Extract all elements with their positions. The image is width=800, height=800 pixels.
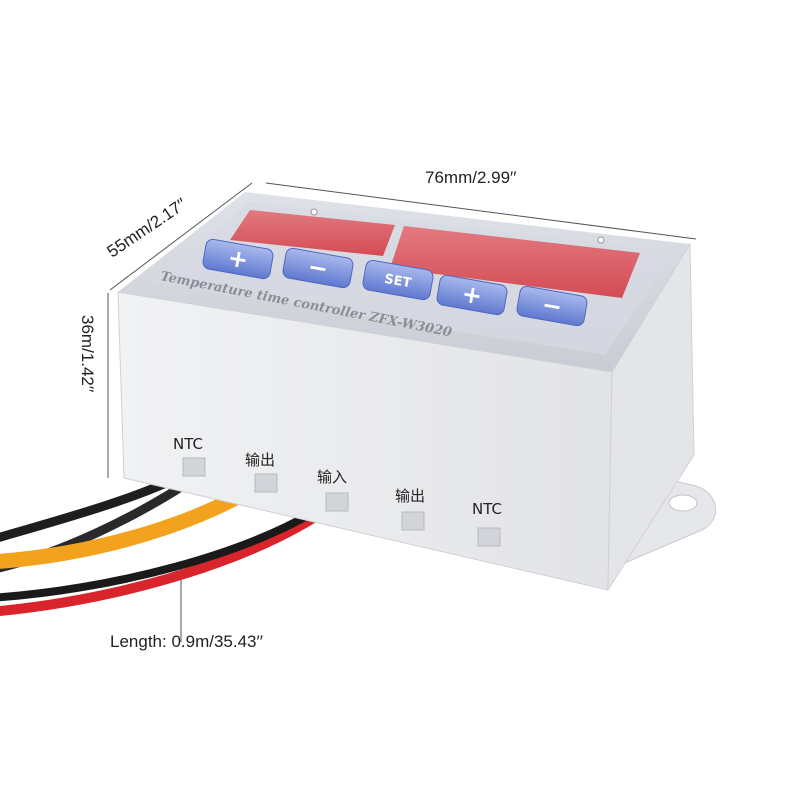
plus-button-2[interactable]: + (436, 274, 508, 316)
indicator-led-right (597, 236, 605, 244)
port-slots (182, 457, 501, 547)
set-button[interactable]: SET (362, 259, 434, 301)
port-label-1: NTC (173, 435, 203, 453)
port-label-2: 输出 (245, 451, 275, 469)
plus-button-1[interactable]: + (202, 238, 274, 280)
right-face (607, 242, 695, 592)
port-label-4: 输出 (395, 487, 425, 505)
wire-red (0, 495, 345, 617)
minus-button-1[interactable]: − (282, 247, 354, 289)
display-left (230, 210, 395, 256)
display-right (390, 226, 640, 298)
dim-width-label: 76mm/2.99′′ (425, 168, 516, 187)
port-label-3: 输入 (317, 468, 347, 486)
button-row: + − SET + − (202, 238, 588, 327)
minus-button-1-label: − (306, 252, 331, 283)
plus-button-2-label: + (460, 279, 485, 310)
indicator-led-left (310, 208, 318, 216)
cable-length-label: Length: 0.9m/35.43′′ (110, 632, 263, 651)
port-label-5: NTC (472, 500, 502, 518)
plus-button-1-label: + (226, 243, 251, 274)
dim-height-label: 36m/1.42′′ (78, 315, 97, 392)
minus-button-2[interactable]: − (516, 285, 588, 327)
minus-button-2-label: − (540, 290, 565, 321)
set-button-label: SET (383, 272, 412, 292)
